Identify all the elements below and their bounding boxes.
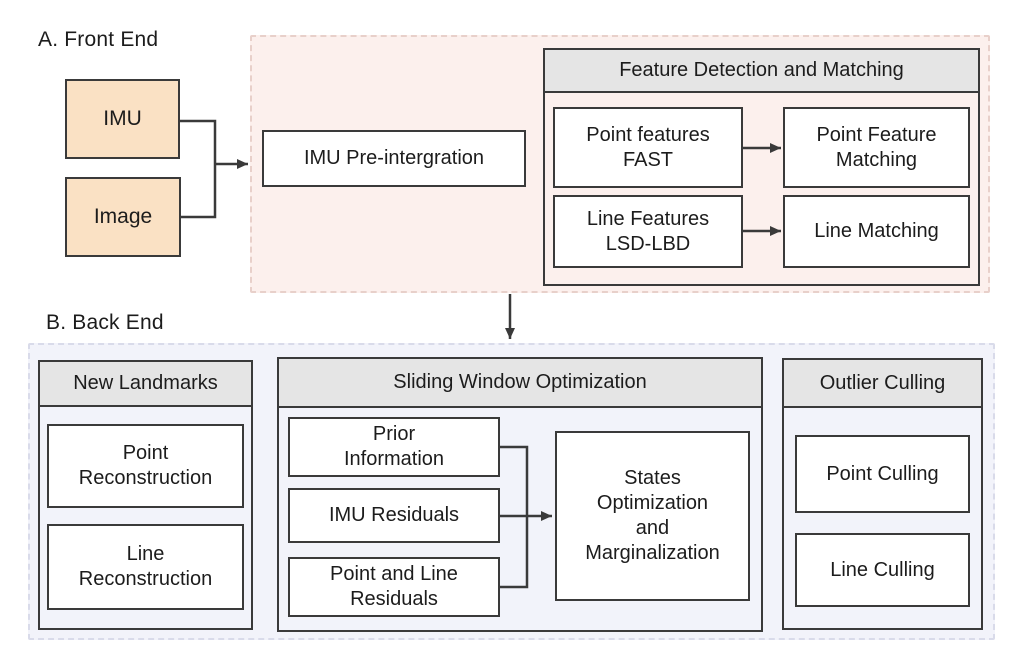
states-optimization-box: States Optimization and Marginalization: [555, 431, 750, 601]
line-reconstruction-box: Line Reconstruction: [47, 524, 244, 610]
point-line-residuals-box: Point and Line Residuals: [288, 557, 500, 617]
point-feature-matching-box: Point Feature Matching: [783, 107, 970, 188]
outlier-culling-panel-title: Outlier Culling: [784, 360, 981, 408]
line-matching-box: Line Matching: [783, 195, 970, 268]
image-box: Image: [65, 177, 181, 257]
sliding-window-panel: Sliding Window Optimization: [277, 357, 763, 632]
front-end-label: A. Front End: [38, 28, 159, 51]
imu-box: IMU: [65, 79, 180, 159]
point-features-box: Point features FAST: [553, 107, 743, 188]
connector-imu-image-merge: [180, 119, 217, 219]
point-culling-box: Point Culling: [795, 435, 970, 513]
new-landmarks-panel-title: New Landmarks: [40, 362, 251, 407]
sliding-window-panel-title: Sliding Window Optimization: [279, 359, 761, 408]
feature-detection-panel: Feature Detection and Matching: [543, 48, 980, 286]
line-culling-box: Line Culling: [795, 533, 970, 607]
line-features-box: Line Features LSD-LBD: [553, 195, 743, 268]
outlier-culling-panel: Outlier Culling: [782, 358, 983, 630]
imu-preintegration-box: IMU Pre-intergration: [262, 130, 526, 187]
imu-residuals-box: IMU Residuals: [288, 488, 500, 543]
back-end-label: B. Back End: [46, 311, 164, 334]
new-landmarks-panel: New Landmarks: [38, 360, 253, 630]
point-reconstruction-box: Point Reconstruction: [47, 424, 244, 508]
feature-detection-panel-title: Feature Detection and Matching: [545, 50, 978, 93]
prior-information-box: Prior Information: [288, 417, 500, 477]
